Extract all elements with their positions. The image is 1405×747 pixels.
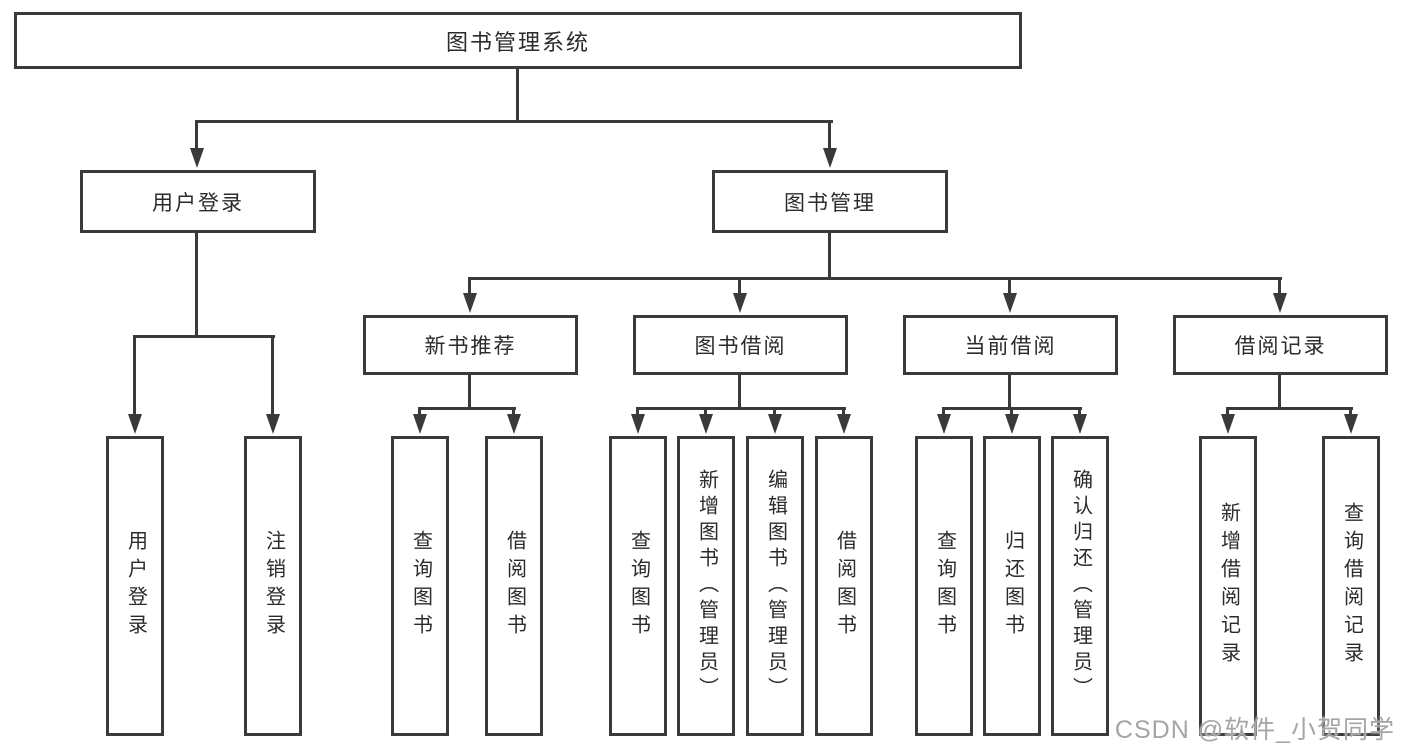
node-label: 图书借阅 — [694, 335, 787, 358]
leaf-label: 注销登录 — [262, 530, 285, 642]
arrowhead-down-icon — [1221, 414, 1235, 434]
connector-shaft — [1010, 407, 1013, 417]
connector-shaft — [1278, 277, 1281, 295]
arrowhead-down-icon — [1003, 293, 1017, 313]
leaf-borrow-books-2: 借阅图书 — [815, 436, 873, 736]
connector-shaft — [418, 407, 421, 417]
connector-current-stem — [1008, 375, 1011, 410]
leaf-return-book: 归还图书 — [983, 436, 1041, 736]
leaf-label: 确认归还（管理员） — [1069, 469, 1092, 703]
connector-userlogin-bar — [133, 335, 275, 338]
connector-shaft — [195, 120, 198, 150]
node-current-borrow: 当前借阅 — [903, 315, 1118, 375]
leaf-label: 查询图书 — [627, 530, 650, 642]
leaf-label: 借阅图书 — [503, 530, 526, 642]
node-label: 借阅记录 — [1234, 335, 1327, 358]
leaf-user-login: 用户登录 — [106, 436, 164, 736]
arrowhead-down-icon — [937, 414, 951, 434]
connector-shaft — [512, 407, 515, 417]
leaf-label: 新增借阅记录 — [1217, 502, 1240, 670]
connector-shaft — [1226, 407, 1229, 417]
leaf-borrow-books-recommend: 借阅图书 — [485, 436, 543, 736]
node-label: 用户登录 — [152, 191, 244, 215]
connector-records-bar — [1226, 407, 1353, 410]
arrowhead-down-icon — [463, 293, 477, 313]
connector-recommend-stem — [468, 375, 471, 410]
leaf-label: 归还图书 — [1001, 530, 1024, 642]
connector-shaft — [842, 407, 845, 417]
arrowhead-down-icon — [190, 148, 204, 168]
leaf-label: 新增图书（管理员） — [695, 469, 718, 703]
connector-recommend-bar — [418, 407, 516, 410]
arrowhead-down-icon — [1005, 414, 1019, 434]
leaf-edit-book-admin: 编辑图书（管理员） — [746, 436, 804, 736]
arrowhead-down-icon — [507, 414, 521, 434]
node-new-book-recommend: 新书推荐 — [363, 315, 578, 375]
connector-shaft — [133, 335, 136, 416]
connector-shaft — [1008, 277, 1011, 295]
connector-shaft — [468, 277, 471, 295]
leaf-label: 用户登录 — [124, 530, 147, 642]
node-label: 当前借阅 — [964, 335, 1057, 358]
leaf-label: 查询借阅记录 — [1340, 502, 1363, 670]
connector-bookmgmt-stem — [828, 233, 831, 279]
arrowhead-down-icon — [823, 148, 837, 168]
arrowhead-down-icon — [837, 414, 851, 434]
node-label: 图书管理系统 — [445, 29, 590, 55]
leaf-label: 借阅图书 — [833, 530, 856, 642]
arrowhead-down-icon — [733, 293, 747, 313]
node-system-root: 图书管理系统 — [14, 12, 1022, 69]
node-book-borrow: 图书借阅 — [633, 315, 848, 375]
arrowhead-down-icon — [128, 414, 142, 434]
arrowhead-down-icon — [413, 414, 427, 434]
connector-borrow-bar — [636, 407, 846, 410]
leaf-logout: 注销登录 — [244, 436, 302, 736]
connector-borrow-stem — [738, 375, 741, 410]
connector-bookmgmt-bar — [469, 277, 1282, 280]
node-borrow-records: 借阅记录 — [1173, 315, 1388, 375]
leaf-query-books-current: 查询图书 — [915, 436, 973, 736]
leaf-label: 查询图书 — [409, 530, 432, 642]
leaf-query-books-borrow: 查询图书 — [609, 436, 667, 736]
arrowhead-down-icon — [266, 414, 280, 434]
connector-shaft — [1078, 407, 1081, 417]
arrowhead-down-icon — [1344, 414, 1358, 434]
node-label: 新书推荐 — [424, 335, 517, 358]
connector-shaft — [773, 407, 776, 417]
connector-shaft — [828, 120, 831, 150]
arrowhead-down-icon — [1073, 414, 1087, 434]
leaf-confirm-return-admin: 确认归还（管理员） — [1051, 436, 1109, 736]
connector-userlogin-stem — [195, 233, 198, 338]
connector-shaft — [1349, 407, 1352, 417]
connector-records-stem — [1278, 375, 1281, 410]
arrowhead-down-icon — [631, 414, 645, 434]
connector-root-stem — [516, 69, 519, 123]
leaf-label: 查询图书 — [933, 530, 956, 642]
node-book-management: 图书管理 — [712, 170, 948, 233]
leaf-label: 编辑图书（管理员） — [764, 469, 787, 703]
arrowhead-down-icon — [768, 414, 782, 434]
arrowhead-down-icon — [699, 414, 713, 434]
connector-shaft — [704, 407, 707, 417]
connector-root-bar — [196, 120, 833, 123]
connector-shaft — [636, 407, 639, 417]
arrowhead-down-icon — [1273, 293, 1287, 313]
node-user-login: 用户登录 — [80, 170, 316, 233]
watermark-text: CSDN @软件_小贺同学 — [1114, 716, 1395, 744]
leaf-query-borrow-record: 查询借阅记录 — [1322, 436, 1380, 736]
connector-shaft — [271, 335, 274, 416]
node-label: 图书管理 — [784, 191, 876, 215]
leaf-add-borrow-record: 新增借阅记录 — [1199, 436, 1257, 736]
leaf-query-books-recommend: 查询图书 — [391, 436, 449, 736]
leaf-add-book-admin: 新增图书（管理员） — [677, 436, 735, 736]
connector-shaft — [738, 277, 741, 295]
connector-shaft — [942, 407, 945, 417]
